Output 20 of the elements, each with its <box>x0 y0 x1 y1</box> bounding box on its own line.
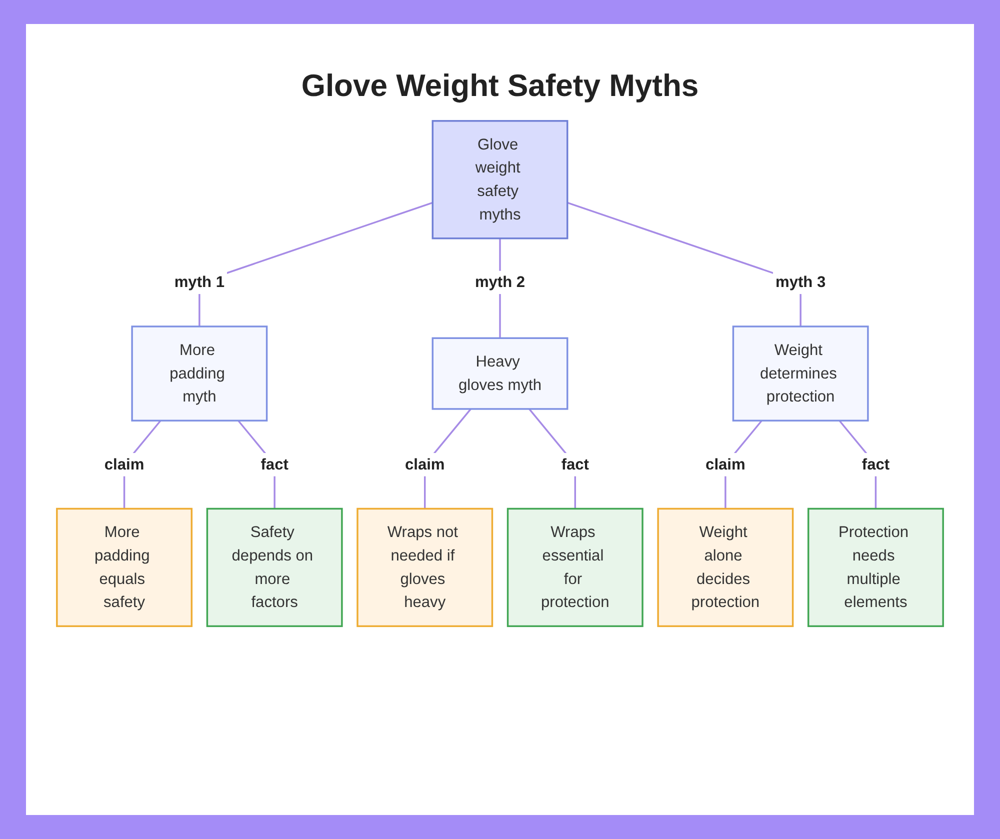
node-box: More padding equals safety <box>56 508 193 628</box>
node-box: Heavy gloves myth <box>432 337 568 410</box>
node-box: Wraps not needed if gloves heavy <box>356 508 494 628</box>
node-box: Weight alone decides protection <box>657 508 794 628</box>
node-box: Protection needs multiple elements <box>807 508 944 628</box>
node-box: Glove weight safety myths <box>432 120 568 240</box>
node-box: Wraps essential for protection <box>506 508 644 628</box>
edge-label: fact <box>260 456 288 473</box>
diagram-title: Glove Weight Safety Myths <box>301 68 699 104</box>
edge-label: claim <box>104 456 144 473</box>
edge-label: fact <box>862 456 890 473</box>
edge-label: claim <box>706 456 746 473</box>
node-box: Safety depends on more factors <box>206 508 343 628</box>
node-box: More padding myth <box>131 326 268 422</box>
node-box: Weight determines protection <box>732 326 869 422</box>
edge-label: myth 3 <box>776 273 826 291</box>
edge-label: myth 1 <box>174 273 224 291</box>
edge-label: claim <box>404 456 445 473</box>
edge-label: fact <box>561 456 589 473</box>
edge-label: myth 2 <box>474 273 526 291</box>
